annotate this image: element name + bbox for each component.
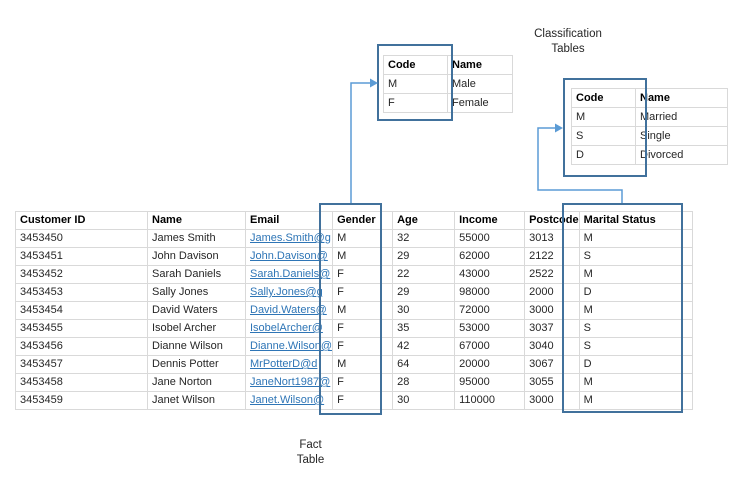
cell: 62000 — [454, 247, 526, 266]
email-link[interactable]: IsobelArcher@ — [250, 322, 323, 334]
email-link[interactable]: Janet.Wilson@ — [250, 394, 325, 406]
column-header: Age — [392, 211, 456, 230]
cell: 2522 — [524, 265, 580, 284]
column-header: Name — [635, 88, 728, 108]
email-link[interactable]: David.Waters@ — [250, 304, 327, 316]
email-link[interactable]: MrPotterD@d — [250, 358, 318, 370]
column-header: Customer ID — [15, 211, 148, 230]
email-link[interactable]: James.Smith@g — [250, 232, 331, 244]
marital-code-highlight-box — [563, 78, 647, 177]
cell: 29 — [392, 283, 456, 302]
cell: 3040 — [524, 337, 580, 356]
cell: Jane Norton — [147, 373, 246, 392]
cell: 3067 — [524, 355, 580, 374]
email-link[interactable]: JaneNort1987@ — [250, 376, 331, 388]
cell: 29 — [392, 247, 456, 266]
fact-gender-column-highlight-box — [319, 203, 382, 415]
cell: 22 — [392, 265, 456, 284]
cell: 42 — [392, 337, 456, 356]
cell: 2122 — [524, 247, 580, 266]
gender-relationship-connector — [350, 78, 378, 203]
cell: 30 — [392, 301, 456, 320]
cell: Female — [447, 93, 513, 113]
cell: F — [383, 93, 448, 113]
cell: JaneNort1987@ — [244, 373, 334, 392]
cell: 53000 — [454, 319, 526, 338]
cell: IsobelArcher@ — [244, 319, 334, 338]
arrowhead-icon — [555, 123, 563, 133]
cell: 110000 — [454, 391, 526, 410]
cell: M — [578, 391, 693, 410]
fact-table-label: Fact Table — [296, 439, 325, 466]
cell: Janet Wilson — [147, 391, 246, 410]
fact-marital-column-highlight-box — [562, 203, 683, 413]
cell: David Waters — [147, 301, 246, 320]
cell: Dianne Wilson — [147, 337, 246, 356]
cell: 35 — [392, 319, 456, 338]
column-header: Marital Status — [578, 211, 693, 230]
column-header: Name — [147, 211, 246, 230]
cell: 28 — [392, 373, 456, 392]
cell: 67000 — [454, 337, 526, 356]
cell: Single — [635, 126, 728, 146]
email-link[interactable]: Sally.Jones@g — [250, 286, 323, 298]
cell: Dianne.Wilson@ — [244, 337, 334, 356]
cell: Janet.Wilson@ — [244, 391, 334, 410]
cell: 3453457 — [15, 355, 148, 374]
cell: 72000 — [454, 301, 526, 320]
column-header: Name — [447, 55, 513, 75]
cell: John Davison — [147, 247, 246, 266]
cell: 3453459 — [15, 391, 148, 410]
gender-code-highlight-box — [377, 44, 453, 121]
cell: 3453458 — [15, 373, 148, 392]
cell: 30 — [392, 391, 456, 410]
cell: 3453456 — [15, 337, 148, 356]
cell: John.Davison@ — [244, 247, 334, 266]
cell: 95000 — [454, 373, 526, 392]
cell: Married — [635, 107, 728, 127]
cell: Sarah Daniels — [147, 265, 246, 284]
cell: 3453451 — [15, 247, 148, 266]
cell: 20000 — [454, 355, 526, 374]
cell: James Smith — [147, 229, 246, 248]
email-link[interactable]: Sarah.Daniels@ — [250, 268, 331, 280]
cell: 55000 — [454, 229, 526, 248]
cell: 3453455 — [15, 319, 148, 338]
cell: Sally Jones — [147, 283, 246, 302]
email-link[interactable]: Dianne.Wilson@ — [250, 340, 333, 352]
cell: 3453453 — [15, 283, 148, 302]
cell: Isobel Archer — [147, 319, 246, 338]
cell: 3453452 — [15, 265, 148, 284]
classification-tables-label: Classification Tables — [534, 28, 602, 55]
column-header: Income — [454, 211, 526, 230]
cell: 98000 — [454, 283, 526, 302]
cell: 3453454 — [15, 301, 148, 320]
cell: MrPotterD@d — [244, 355, 334, 374]
cell: 3453450 — [15, 229, 148, 248]
cell: Dennis Potter — [147, 355, 246, 374]
email-link[interactable]: John.Davison@ — [250, 250, 328, 262]
cell: 64 — [392, 355, 456, 374]
cell: 32 — [392, 229, 456, 248]
cell: Male — [447, 74, 513, 94]
cell: 43000 — [454, 265, 526, 284]
cell: Divorced — [635, 145, 728, 165]
